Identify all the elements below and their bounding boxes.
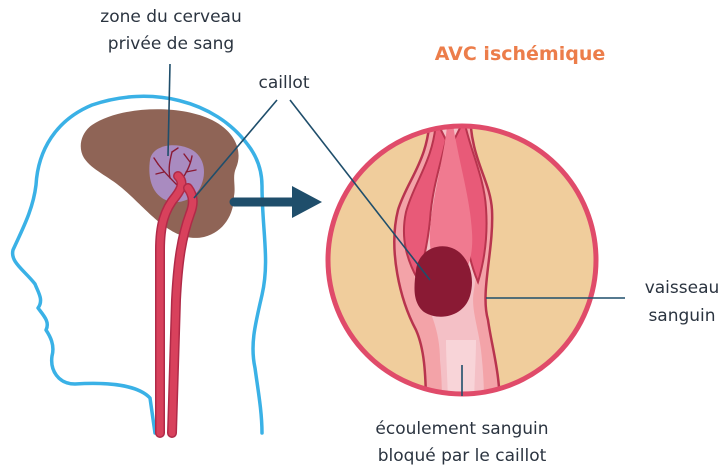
label-ischemic-zone-line2: privée de sang	[108, 34, 234, 54]
zoom-arrow	[234, 186, 322, 218]
label-clot: caillot	[259, 73, 310, 93]
title: AVC ischémique	[435, 43, 606, 65]
label-ischemic-zone-line1: zone du cerveau	[100, 7, 241, 27]
label-blocked-flow-line2: bloqué par le caillot	[378, 446, 547, 466]
blood-clot	[414, 246, 472, 316]
label-blocked-flow-line1: écoulement sanguin	[375, 419, 548, 439]
label-vessel-line1: vaisseau	[645, 278, 720, 298]
label-vessel-line2: sanguin	[648, 306, 715, 326]
